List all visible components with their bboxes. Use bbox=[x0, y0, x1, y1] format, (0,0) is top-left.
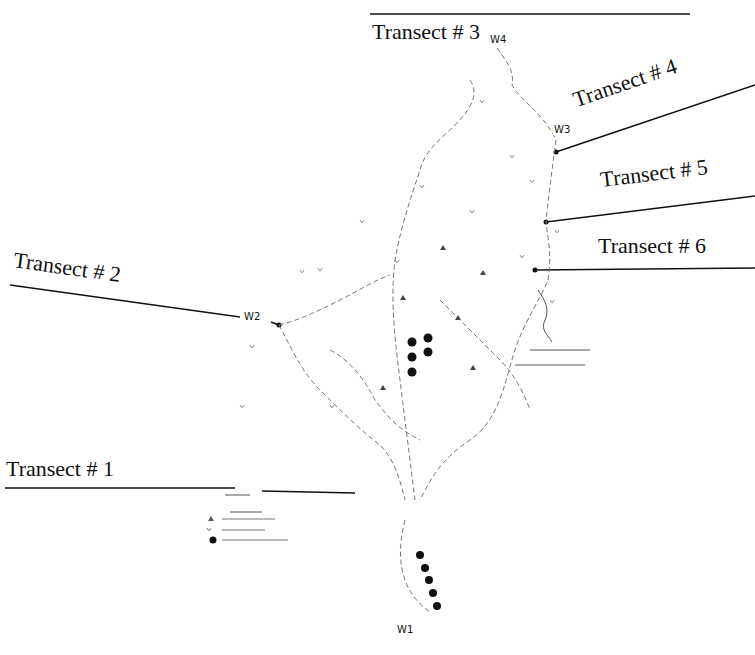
transect-line bbox=[546, 196, 755, 222]
transect-line bbox=[10, 285, 240, 317]
well-label: W3 bbox=[553, 124, 571, 135]
transect-line bbox=[370, 13, 690, 15]
transect-label: Transect # 3 bbox=[372, 20, 480, 44]
transect-label: Transect # 4 bbox=[570, 54, 680, 112]
transect-line bbox=[535, 268, 755, 270]
transect-label: Transect # 5 bbox=[599, 155, 709, 192]
well-label: W2 bbox=[243, 311, 261, 322]
transect-line bbox=[262, 491, 355, 493]
sample-triangle bbox=[380, 245, 486, 390]
transect-line bbox=[5, 487, 235, 489]
well-label: W1 bbox=[396, 624, 414, 635]
boundary-outline bbox=[279, 48, 556, 612]
sampling-site bbox=[408, 334, 442, 611]
well-label: W4 bbox=[489, 34, 507, 45]
legend-symbols bbox=[207, 516, 288, 544]
survey-symbol bbox=[240, 100, 559, 408]
transect-label: Transect # 6 bbox=[598, 234, 706, 258]
well-point bbox=[533, 268, 538, 273]
transect-label: Transect # 2 bbox=[12, 248, 122, 287]
transect-label: Transect # 1 bbox=[6, 457, 114, 481]
